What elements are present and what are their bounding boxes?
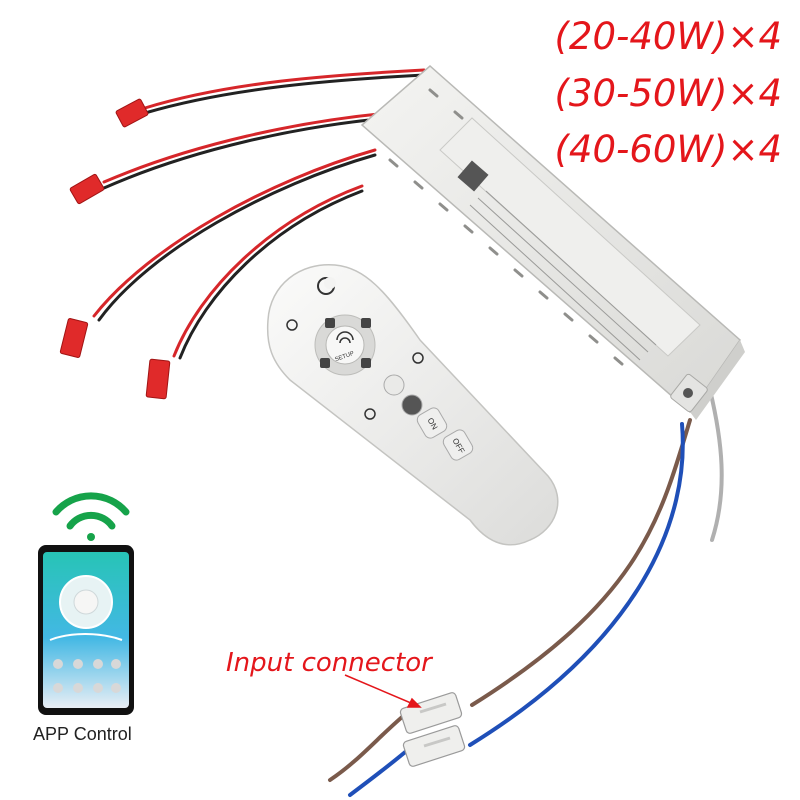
jst-connector [115,98,149,128]
wattage-spec-2: (30-50W)×4 [554,72,782,115]
app-control-label: APP Control [33,724,132,744]
jst-connector [145,358,171,400]
input-connector-label: Input connector [226,648,432,678]
wire-blue [468,422,685,747]
setup-button [325,325,365,365]
wire-black [178,189,364,360]
led-driver [360,65,745,420]
wire-red [172,184,364,358]
bulb-icon [383,374,405,396]
input-terminal-blocks [399,692,466,767]
callout-arrow [344,674,422,708]
wattage-spec-1: (20-40W)×4 [554,15,782,58]
wire-grey [708,388,724,542]
wire-red [92,148,377,318]
wire-brown [470,418,692,707]
qr-code [457,160,489,192]
wire-black [102,115,402,190]
wire-black [97,153,377,322]
wire-blue [348,746,412,797]
wire-brown [328,710,410,782]
output-connectors [59,98,171,400]
lamp-icon [401,394,423,416]
jst-connector [59,318,89,358]
jst-connector [69,173,105,205]
phone-mockup [38,545,134,715]
remote-signal-icon [336,331,354,344]
wattage-spec-3: (40-60W)×4 [554,128,782,171]
terminal-block [399,692,463,734]
off-button: OFF [442,429,474,461]
input-wires [328,388,724,797]
on-button: ON [416,407,448,439]
wire-black [143,73,426,115]
wire-red [143,68,426,110]
output-wires [92,68,426,360]
wifi-icon [52,492,130,541]
wire-red [102,110,402,184]
terminal-block [402,725,466,767]
remote-control: SETUP ON OFF [266,264,559,546]
sun-icon [286,319,424,420]
